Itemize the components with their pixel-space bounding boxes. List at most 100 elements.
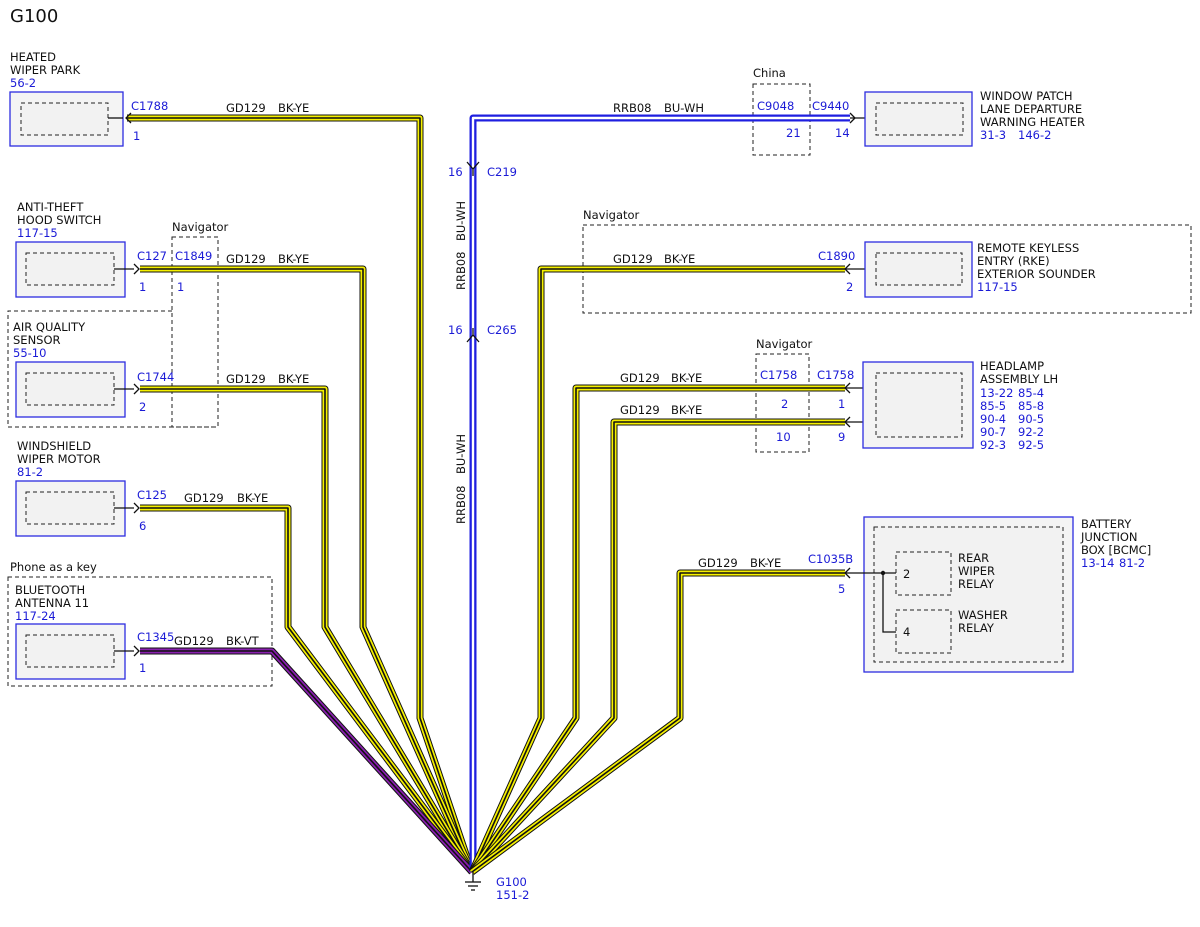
wire-window-patch-heater-render	[469, 114, 850, 872]
headlamp-inline-connector: C1758	[760, 368, 797, 382]
rear-wiper-relay-line-2: WIPER	[958, 564, 995, 578]
wire-headlamp-pin9-layer-1	[470, 419, 845, 874]
headlamp-ref-5: 90-4	[980, 412, 1006, 426]
wire-6-lower-circuit: RRB08	[454, 485, 468, 524]
heated-wiper-park-name-line-2: WIPER PARK	[10, 63, 81, 77]
heated-wiper-park-arrow-icon	[125, 112, 132, 124]
bluetooth-ref: 117-24	[15, 609, 56, 623]
wire-headlamp-pin1-layer-0	[469, 384, 845, 874]
option-label-navigator-left: Navigator	[172, 220, 229, 234]
wire-5-circuit: GD129	[174, 634, 214, 648]
ground-icon	[465, 872, 481, 891]
option-label-navigator-headlamp: Navigator	[756, 337, 813, 351]
wire-3-color: BK-YE	[278, 372, 309, 386]
rke-connector: C1890	[818, 249, 855, 263]
window-patch-ref-2: 146-2	[1018, 128, 1051, 142]
rke-arrow-icon	[844, 263, 851, 275]
c219-connector: C219	[487, 165, 517, 179]
anti-theft-inline-pin: 1	[177, 280, 184, 294]
c219-pin: 16	[448, 165, 463, 179]
wire-8-circuit: GD129	[620, 371, 660, 385]
wire-6-upper-color: BU-WH	[454, 201, 468, 241]
wire-window-patch-heater-layer-1	[471, 116, 850, 872]
air-quality-arrow-icon	[133, 383, 140, 395]
wire-windshield-wiper-motor-layer-2	[140, 507, 473, 873]
wire-10-circuit: GD129	[698, 556, 738, 570]
window-patch-pin: 14	[835, 126, 850, 140]
bjb-ref-1: 13-14	[1081, 556, 1114, 570]
headlamp-arrow-1-icon	[844, 382, 851, 394]
wire-8-color: BK-YE	[671, 371, 702, 385]
headlamp-arrow-2-icon	[844, 416, 851, 428]
wire-headlamp-pin9-layer-0	[469, 418, 845, 875]
air-quality-inner	[25, 372, 115, 406]
headlamp-ref-10: 92-5	[1018, 438, 1044, 452]
bjb-name-line-1: BATTERY	[1081, 517, 1132, 531]
wire-heated-wiper-park-layer-2	[127, 117, 473, 873]
wire-6-circuit: RRB08	[613, 101, 652, 115]
page-title: G100	[10, 6, 58, 27]
wire-7-color: BK-YE	[664, 252, 695, 266]
wire-7-circuit: GD129	[613, 252, 653, 266]
wire-2-circuit: GD129	[226, 252, 266, 266]
window-patch-inner	[875, 102, 964, 136]
c265-connector: C265	[487, 323, 517, 337]
window-patch-ref-1: 31-3	[980, 128, 1006, 142]
wire-window-patch-heater	[473, 118, 850, 872]
air-quality-name-line-2: SENSOR	[13, 333, 61, 347]
wire-headlamp-pin9-render	[469, 418, 845, 875]
heated-wiper-park-connector: C1788	[131, 99, 168, 113]
option-label-phone-as-key: Phone as a key	[10, 560, 97, 574]
bjb-connector: C1035B	[808, 552, 853, 566]
headlamp-ref-2: 85-4	[1018, 386, 1044, 400]
wire-9-circuit: GD129	[620, 403, 660, 417]
heated-wiper-park-pin: 1	[133, 129, 140, 143]
anti-theft-ref: 117-15	[17, 226, 58, 240]
heated-wiper-park-inner	[20, 102, 109, 136]
window-patch-name-line-3: WARNING HEATER	[980, 115, 1085, 129]
wire-heated-wiper-park-render	[127, 114, 476, 874]
headlamp-pin-1: 1	[838, 397, 845, 411]
wire-bluetooth-antenna-render	[140, 647, 475, 875]
headlamp-name-line-2: ASSEMBLY LH	[980, 372, 1058, 386]
option-box-air-quality	[7, 310, 218, 428]
windshield-arrow-icon	[133, 502, 140, 514]
windshield-inner	[25, 491, 115, 525]
rear-wiper-relay-line-3: RELAY	[958, 577, 995, 591]
wire-window-patch-heater-layer-0	[469, 114, 850, 872]
wire-air-quality-sensor-layer-2	[140, 388, 473, 873]
wire-3-circuit: GD129	[226, 372, 266, 386]
air-quality-pin: 2	[139, 400, 146, 414]
washer-relay-line-2: RELAY	[958, 621, 995, 635]
option-box-navigator-headlamp	[755, 353, 810, 453]
wire-layer	[127, 114, 850, 875]
headlamp-connector: C1758	[817, 368, 854, 382]
option-box-navigator-left	[171, 236, 219, 428]
wire-headlamp-pin1	[472, 388, 845, 872]
headlamp-inline-pin-1: 2	[781, 397, 788, 411]
rear-wiper-relay-pin: 2	[903, 567, 910, 581]
wire-headlamp-pin1-layer-1	[469, 385, 845, 874]
anti-theft-name-line-1: ANTI-THEFT	[17, 200, 84, 214]
rke-ref: 117-15	[977, 280, 1018, 294]
headlamp-ref-7: 90-7	[980, 425, 1006, 439]
air-quality-ref: 55-10	[13, 346, 46, 360]
bluetooth-arrow-icon	[133, 645, 140, 657]
bluetooth-name-line-2: ANTENNA 11	[15, 596, 89, 610]
option-label-china: China	[753, 66, 786, 80]
wire-air-quality-sensor-render	[140, 385, 476, 874]
anti-theft-pin: 1	[139, 280, 146, 294]
window-patch-connector: C9440	[812, 99, 849, 113]
headlamp-inline-pin-2: 10	[776, 430, 791, 444]
bluetooth-connector: C1345	[137, 630, 174, 644]
wire-windshield-wiper-motor-render	[140, 504, 475, 875]
wire-2-color: BK-YE	[278, 252, 309, 266]
anti-theft-inline-connector: C1849	[175, 249, 212, 263]
wire-battery-junction-box-layer-2	[471, 572, 845, 873]
washer-relay-pin: 4	[903, 625, 910, 639]
washer-relay-line-1: WASHER	[958, 608, 1008, 622]
windshield-name-line-2: WIPER MOTOR	[17, 452, 101, 466]
option-label-navigator-rke: Navigator	[583, 208, 640, 222]
wire-1-circuit: GD129	[226, 101, 266, 115]
headlamp-ref-8: 92-2	[1018, 425, 1044, 439]
